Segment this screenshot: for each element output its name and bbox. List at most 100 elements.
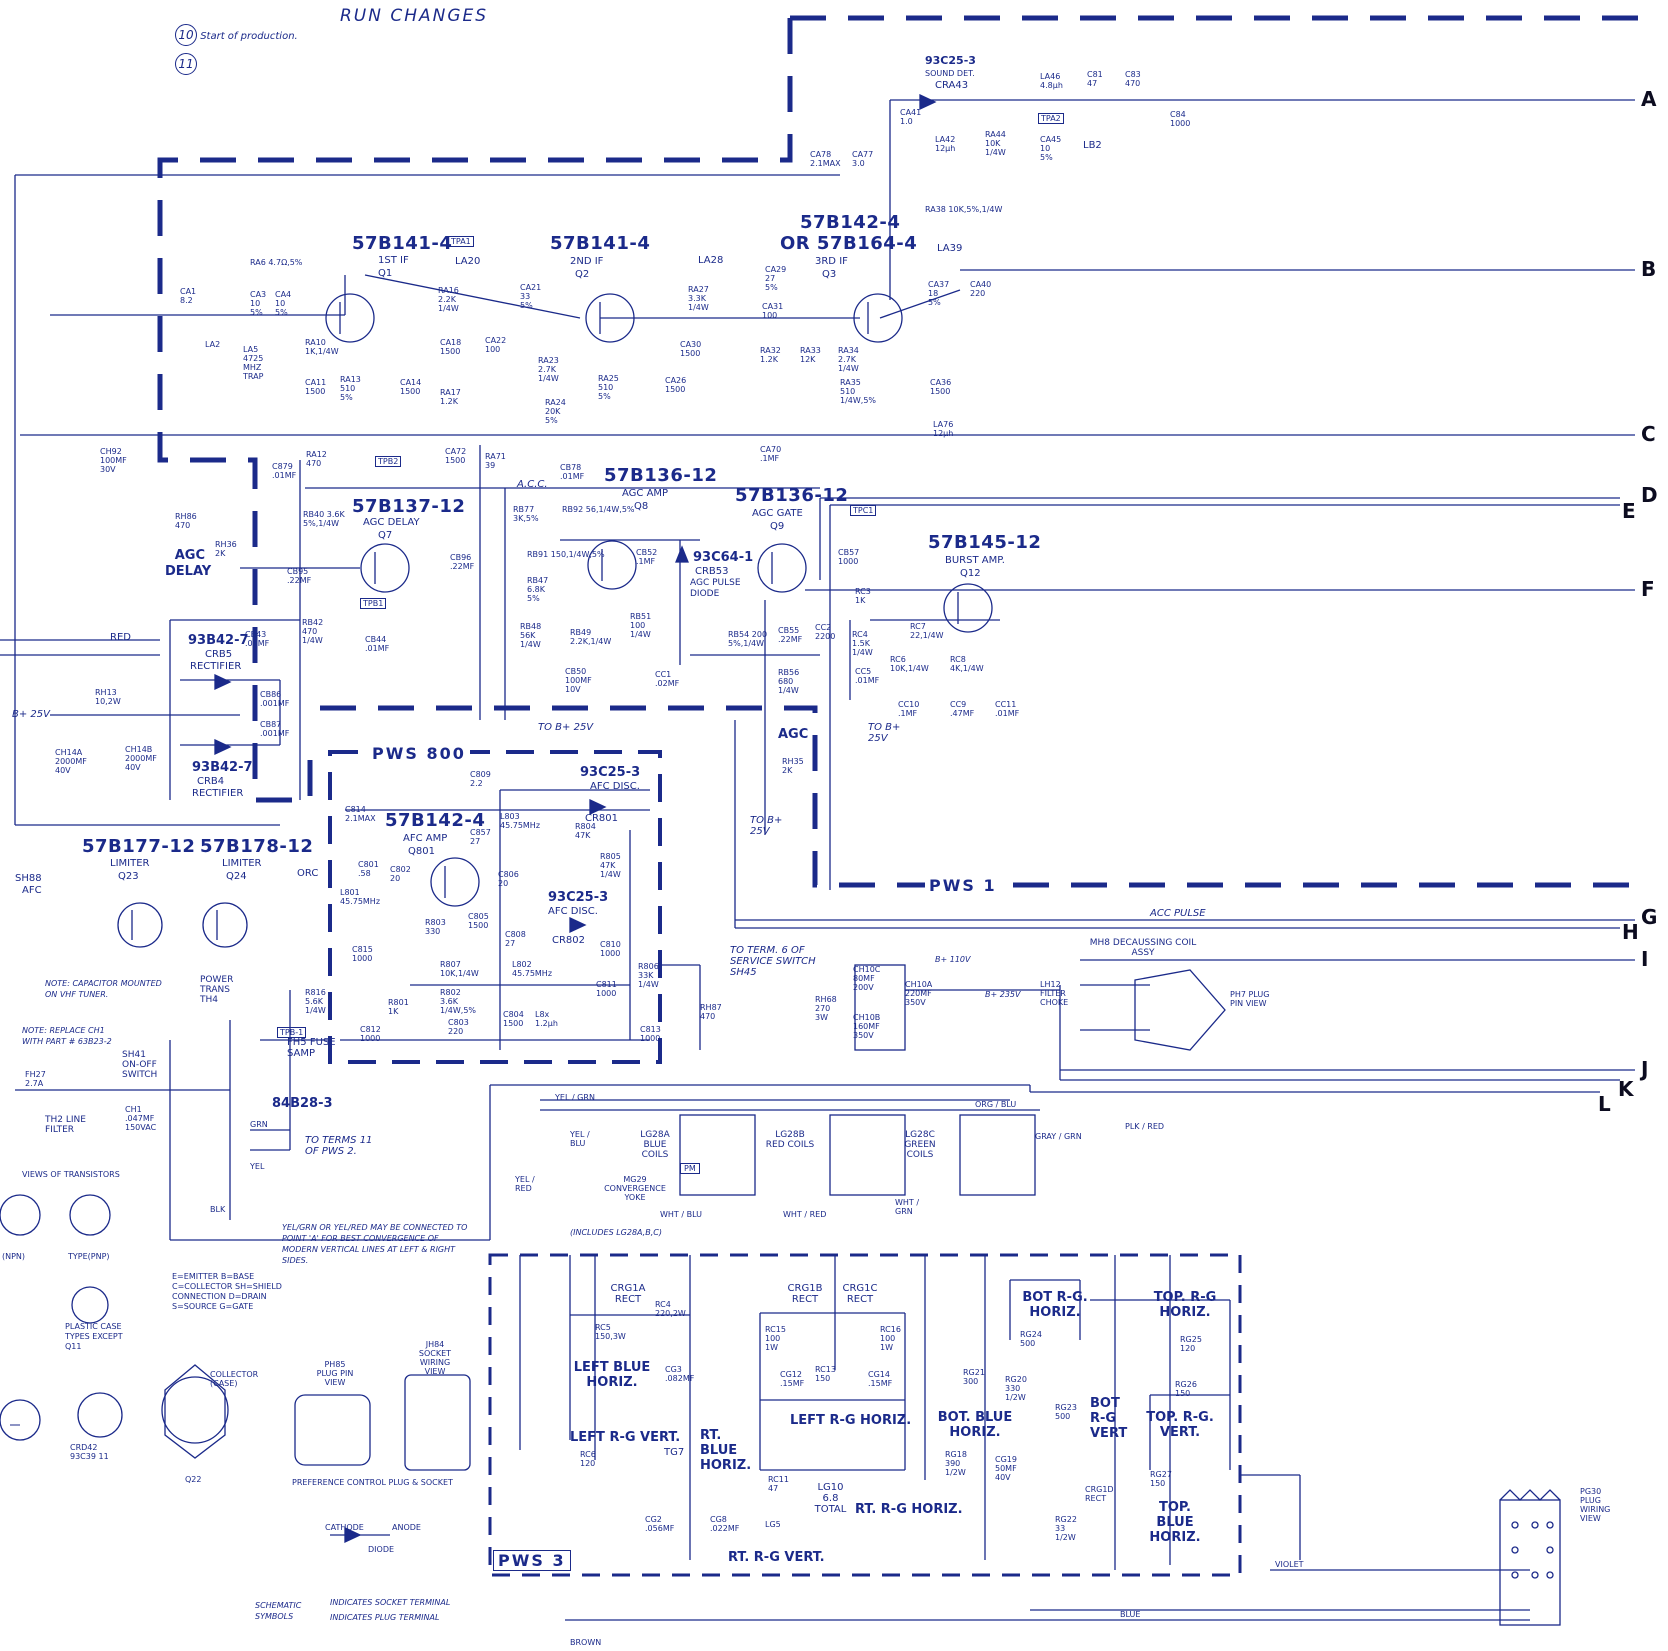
component-cb78: CB78 .01MF [560,463,585,481]
cra43-name: SOUND DET. [925,69,975,78]
component-ra38: RA38 10K,5%,1/4W [925,205,1003,214]
component-ca70: CA70 .1MF [760,445,782,463]
q7-name: AGC DELAY [363,517,420,528]
board-label-pws1: PWS 1 [925,876,1001,895]
blue-wire-label: BLUE [1120,1610,1141,1619]
wire-plk-red: PLK / RED [1125,1122,1165,1131]
type-npn-label: (NPN) [2,1252,26,1261]
tel-connection-note: YEL/GRN OR YEL/RED MAY BE CONNECTED TO P… [282,1223,468,1265]
component-cc1: CC1 .02MF [655,670,680,688]
q801-ref: Q801 [408,846,435,857]
wire-wht-blu: WHT / BLU [660,1210,702,1219]
component-cb55: CB55 .22MF [778,626,803,644]
board-label-pws3: PWS 3 [493,1550,571,1571]
q8-ref: Q8 [634,501,649,512]
component-ra44: RA44 10K 1/4W [985,130,1006,157]
component-rb92: RB92 56,1/4W,5% [562,505,635,514]
component-ch14b: CH14B 2000MF 40V [125,745,157,772]
component-c801: C801 .58 [358,860,379,878]
component-cc11: CC11 .01MF [995,700,1020,718]
component-ra25: RA25 510 5% [598,374,619,401]
left-blue-horiz-label: LEFT BLUE HORIZ. [573,1360,651,1390]
run-number-10: 10 [175,24,197,46]
crg1b-label: CRG1B RECT [787,1283,823,1305]
q7-ref: Q7 [378,530,393,541]
component-rc4b: RC4 220,2W [655,1300,686,1318]
component-ch92: CH92 100MF 30V [100,447,127,474]
crb53-part: 93C64-1 [693,550,754,565]
component-ch14a: CH14A 2000MF 40V [55,748,87,775]
component-c84: C84 1000 [1170,110,1191,128]
component-cg12: CG12 .15MF [780,1370,805,1388]
component-tpa1: TPA1 [448,236,474,247]
component-r804: R804 47K [575,822,596,840]
component-la20: LA20 [455,256,481,267]
component-c83: C83 470 [1125,70,1141,88]
component-rc16: RC16 100 1W [880,1325,901,1352]
component-tpb2: TPB2 [375,456,402,467]
q9-ref: Q9 [770,521,785,532]
component-tpb1: TPB1 [360,598,387,609]
component-crg1d: CRG1D RECT [1085,1485,1114,1503]
run-item-11: 11 [175,53,197,75]
component-r805: R805 47K 1/4W [600,852,621,879]
type-pnp-label: TYPE(PNP) [68,1252,110,1261]
q1-part: 57B141-4 [352,233,453,254]
component-c811: C811 1000 [596,980,617,998]
component-la28: LA28 [698,255,724,266]
component-ch10b: CH10B 160MF 350V [853,1013,881,1040]
q3-alt: OR 57B164-4 [780,233,918,254]
component-c802: C802 20 [390,865,411,883]
component-c809: C809 2.2 [470,770,491,788]
cr801-part: 93C25-3 [580,765,641,780]
component-cb86: CB86 .001MF [260,690,290,708]
top-rg-horiz-label: TOP. R-G HORIZ. [1153,1290,1217,1320]
plastic-case-label: PLASTIC CASE TYPES EXCEPT Q11 [65,1322,123,1351]
component-la39: LA39 [937,243,963,254]
wire-wht-red: WHT / RED [783,1210,827,1219]
component-rb91: RB91 150,1/4W,5% [527,550,605,559]
lg28b-label: LG28B RED COILS [765,1130,815,1150]
orc-wire-label: ORC [297,868,319,879]
cr801-ref: CR801 [585,813,619,824]
component-tpc1: TPC1 [850,505,877,516]
q3-name: 3RD IF [815,256,848,267]
component-ca26: CA26 1500 [665,376,687,394]
component-cg3: CG3 .082MF [665,1365,695,1383]
component-ra27: RA27 3.3K 1/4W [688,285,709,312]
crb5-ref: CRB5 [205,649,233,660]
diode-symbol-label: DIODE [368,1545,395,1554]
component-b235v: B+ 235V [985,990,1021,999]
component-ra23: RA23 2.7K 1/4W [538,356,559,383]
component-ca1: CA1 8.2 [180,287,197,305]
component-ra16: RA16 2.2K 1/4W [438,286,459,313]
run-changes-title: RUN CHANGES [340,6,489,26]
component-cb43: CB43 .01MF [245,630,270,648]
component-rg20: RG20 330 1/2W [1005,1375,1027,1402]
component-c804: C804 1500 [503,1010,524,1028]
component-ca29: CA29 27 5% [765,265,787,292]
brown-wire-label: BROWN [570,1638,602,1647]
component-c857: C857 27 [470,828,491,846]
q801-name: AFC AMP [403,833,448,844]
component-rh68: RH68 270 3W [815,995,837,1022]
q12-name: BURST AMP. [945,555,1005,566]
preference-label: PREFERENCE CONTROL PLUG & SOCKET [292,1478,453,1487]
q801-part: 57B142-4 [385,810,486,831]
component-ch1: CH1 .047MF 150VAC [125,1105,157,1132]
jh84-label: JH84 SOCKET WIRING VIEW [418,1340,452,1376]
crb4-name: RECTIFIER [192,788,244,799]
rt-rg-vert-label: RT. R-G VERT. [728,1550,825,1565]
component-la42: LA42 12μh [935,135,956,153]
crd42-label: CRD42 93C39 11 [70,1443,109,1461]
component-rc4: RC4 1.5K 1/4W [852,630,873,657]
component-rb40: RB40 3.6K 5%,1/4W [303,510,345,528]
component-rg21: RG21 300 [963,1368,985,1386]
collector-label: COLLECTOR (CASE) [210,1370,259,1388]
component-cb96: CB96 .22MF [450,553,475,571]
schematic-symbols-label: SCHEMATIC SYMBOLS [255,1601,302,1621]
component-rc7: RC7 22,1/4W [910,622,944,640]
wire-gray-grn: GRAY / GRN [1035,1132,1082,1141]
component-cb87: CB87 .001MF [260,720,290,738]
component-ca30: CA30 1500 [680,340,702,358]
